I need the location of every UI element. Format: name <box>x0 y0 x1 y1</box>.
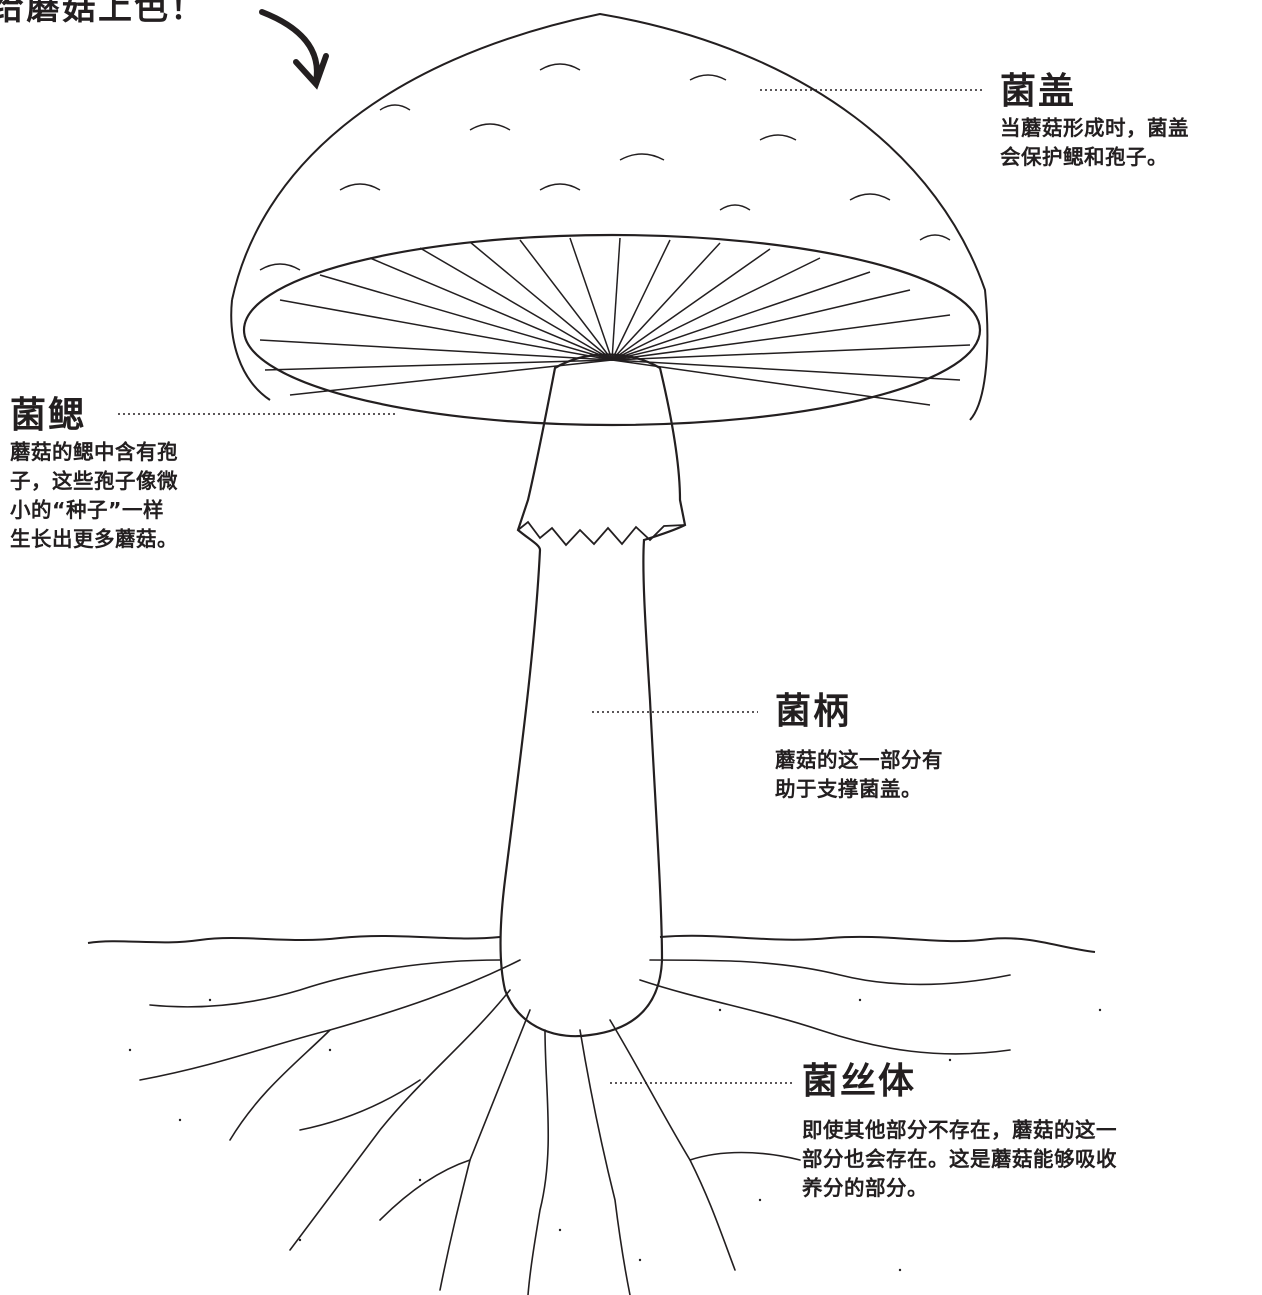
stem-drawing <box>500 355 685 1037</box>
stem-desc-line-1: 蘑菇的这一部分有 <box>775 746 943 775</box>
cap-label: 菌盖 当蘑菇形成时，菌盖 会保护鳃和孢子。 <box>1000 70 1189 172</box>
instruction-title: 给蘑菇上色！ <box>0 0 206 29</box>
gills-title: 菌鳃 <box>10 394 178 438</box>
gill-lines <box>260 238 970 405</box>
cap-scales <box>260 64 950 270</box>
cap-title: 菌盖 <box>1000 70 1189 114</box>
cap-desc-line-1: 当蘑菇形成时，菌盖 <box>1000 114 1189 143</box>
gills-desc-line-3: 小的“种子”一样 <box>10 496 178 525</box>
gills-label: 菌鳃 蘑菇的鳃中含有孢 子，这些孢子像微 小的“种子”一样 生长出更多蘑菇。 <box>10 394 178 554</box>
stem-title: 菌柄 <box>775 690 943 734</box>
mycelium-title: 菌丝体 <box>802 1060 1117 1104</box>
curved-arrow-icon <box>262 12 326 84</box>
mycelium-desc-line-3: 养分的部分。 <box>802 1174 1117 1203</box>
cap-desc-line-2: 会保护鳃和孢子。 <box>1000 143 1189 172</box>
mycelium-desc-line-1: 即使其他部分不存在，蘑菇的这一 <box>802 1116 1117 1145</box>
gills-desc-line-2: 子，这些孢子像微 <box>10 467 178 496</box>
leader-lines <box>118 90 985 1083</box>
stem-label: 菌柄 蘑菇的这一部分有 助于支撑菌盖。 <box>775 690 943 804</box>
soil-line <box>88 936 1095 952</box>
cap-edge <box>231 300 270 400</box>
gills-desc-line-1: 蘑菇的鳃中含有孢 <box>10 438 178 467</box>
stem-desc-line-2: 助于支撑菌盖。 <box>775 775 943 804</box>
mycelium-desc-line-2: 部分也会存在。这是蘑菇能够吸收 <box>802 1145 1117 1174</box>
mycelium-label: 菌丝体 即使其他部分不存在，蘑菇的这一 部分也会存在。这是蘑菇能够吸收 养分的部… <box>802 1060 1117 1203</box>
gills-desc-line-4: 生长出更多蘑菇。 <box>10 525 178 554</box>
